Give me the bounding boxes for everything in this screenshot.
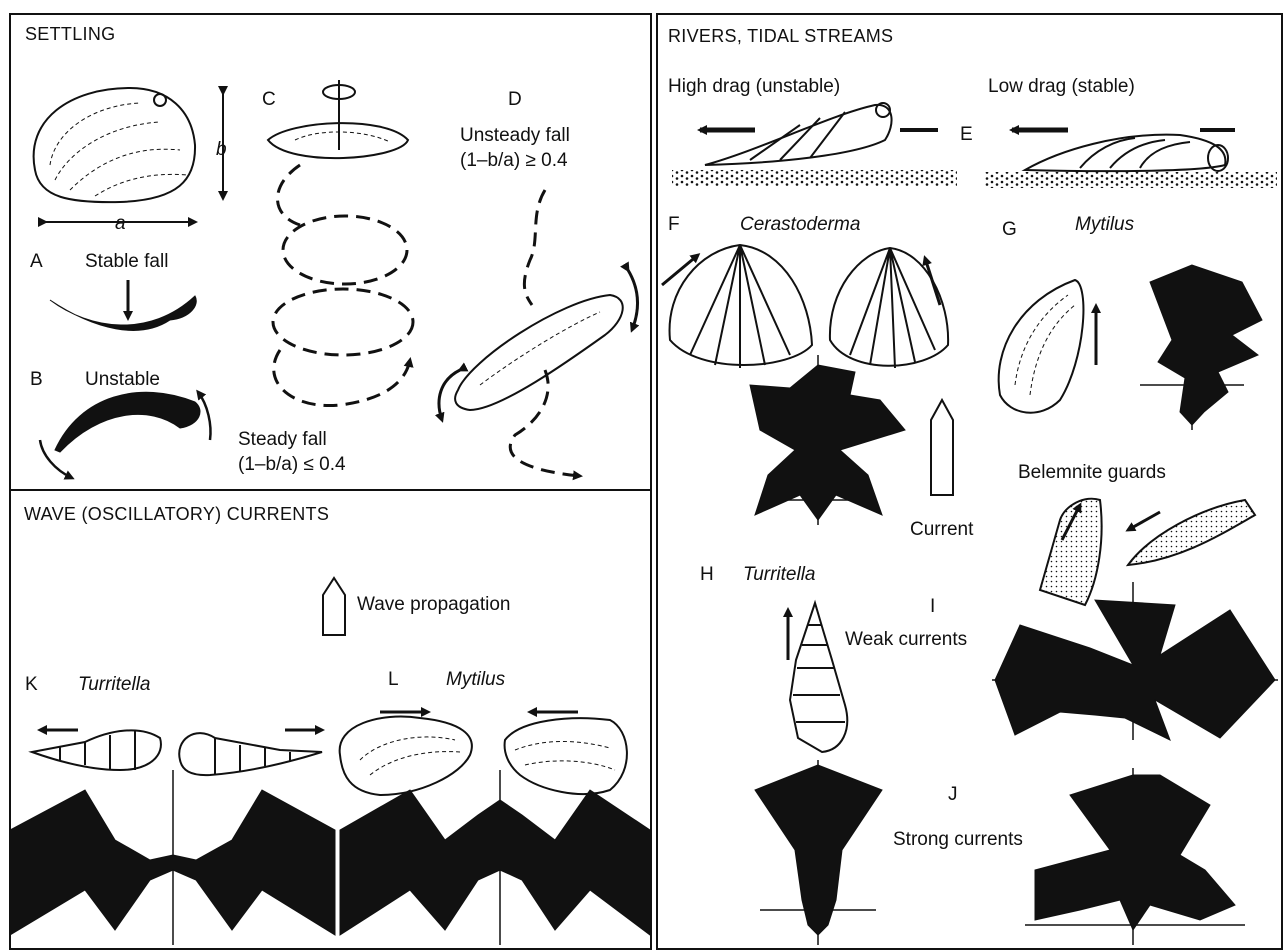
low-drag-label: Low drag (stable): [988, 76, 1135, 97]
stable-shell-profile: [50, 296, 196, 330]
rose-diagram-l: [340, 790, 650, 935]
rose-diagram-f: [750, 365, 905, 520]
weak-currents-label: Weak currents: [845, 629, 967, 650]
rose-diagram-j: [1035, 775, 1235, 930]
low-drag-shell: [1025, 135, 1228, 171]
current-label: Current: [910, 519, 974, 540]
belemnite-label: Belemnite guards: [1018, 462, 1166, 483]
unstable-label: Unstable: [85, 369, 160, 390]
unstable-rotation-arrow-left: [40, 440, 72, 478]
rivers-heading: RIVERS, TIDAL STREAMS: [668, 26, 893, 46]
label-d: D: [508, 89, 522, 110]
current-direction-arrow: [931, 400, 953, 495]
wave-heading: WAVE (OSCILLATORY) CURRENTS: [24, 504, 329, 524]
dimension-b-label: b: [216, 139, 227, 160]
label-g: G: [1002, 219, 1017, 240]
rocking-arrow-right: [628, 270, 638, 330]
turritella-k-shells: [32, 730, 322, 775]
settling-shell-outline: [34, 88, 195, 202]
settling-heading: SETTLING: [25, 24, 115, 44]
label-b: B: [30, 369, 43, 390]
unsteady-path-upper: [524, 190, 545, 305]
wave-propagation-label: Wave propagation: [357, 594, 511, 615]
unsteady-fall-label: Unsteady fall: [460, 125, 570, 146]
label-i: I: [930, 596, 935, 617]
label-h: H: [700, 564, 714, 585]
label-f: F: [668, 214, 680, 235]
mytilus-l-label: Mytilus: [446, 669, 506, 690]
label-a: A: [30, 251, 43, 272]
steady-fall-formula: (1–b/a) ≤ 0.4: [238, 454, 346, 475]
steady-fall-label: Steady fall: [238, 429, 327, 450]
rose-diagram-g: [1150, 265, 1262, 425]
sediment-bed-low: [985, 172, 1277, 188]
rocking-arrow-left: [439, 370, 460, 420]
unsteady-fall-formula: (1–b/a) ≥ 0.4: [460, 150, 568, 171]
unstable-rotation-arrow-right: [198, 392, 211, 440]
label-j: J: [948, 784, 958, 805]
dimension-a-label: a: [115, 213, 126, 234]
high-drag-label: High drag (unstable): [668, 76, 840, 97]
cerastoderma-shells: [670, 245, 949, 368]
mytilus-l-shells: [340, 717, 627, 795]
belemnite-arrow-right: [1128, 512, 1160, 530]
unsteady-path-lower: [510, 370, 580, 476]
turritella-k-label: Turritella: [78, 674, 151, 695]
label-e: E: [960, 124, 973, 145]
spiral-fall-path: [273, 165, 413, 406]
wave-propagation-arrow: [323, 578, 345, 635]
high-drag-shell: [705, 103, 892, 165]
turritella-h-shell: [790, 603, 847, 752]
cerastoderma-label: Cerastoderma: [740, 214, 860, 235]
label-l: L: [388, 669, 399, 690]
sediment-bed-high: [672, 170, 957, 186]
belemnite-guards: [1040, 499, 1255, 605]
unstable-shell-profile: [55, 392, 200, 452]
rose-diagram-i: [995, 600, 1275, 740]
mytilus-g-shell: [999, 280, 1084, 413]
label-k: K: [25, 674, 38, 695]
strong-currents-label: Strong currents: [893, 829, 1023, 850]
mytilus-g-label: Mytilus: [1075, 214, 1135, 235]
stable-fall-label: Stable fall: [85, 251, 168, 272]
spinning-shell: [268, 80, 408, 158]
label-c: C: [262, 89, 276, 110]
tilted-falling-shell: [455, 295, 623, 410]
turritella-h-label: Turritella: [743, 564, 816, 585]
